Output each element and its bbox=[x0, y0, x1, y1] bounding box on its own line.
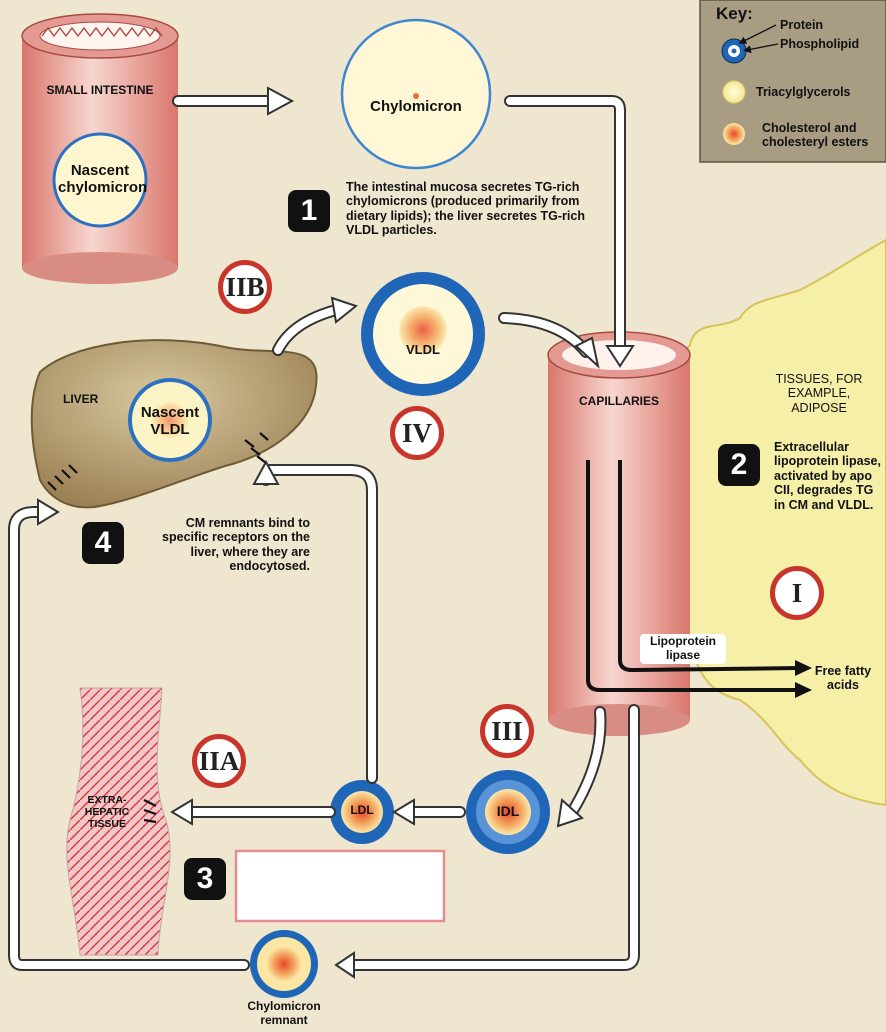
chylomicron-remnant-label: Chylomicron remnant bbox=[247, 999, 321, 1027]
key-triacylglycerols-label: Triacylglycerols bbox=[756, 85, 851, 99]
marker-i: I bbox=[770, 566, 824, 620]
vldl-label: VLDL bbox=[406, 342, 440, 357]
nascent-vldl-label: Nascent VLDL bbox=[140, 404, 200, 439]
key-cholesterol-label: Cholesterol and cholesteryl esters bbox=[762, 121, 869, 150]
capillaries-label: CAPILLARIES bbox=[578, 394, 659, 408]
marker-iii: III bbox=[480, 704, 534, 758]
idl-label: IDL bbox=[496, 803, 520, 819]
nascent-chylomicron-particle bbox=[52, 132, 148, 228]
small-intestine-label: SMALL INTESTINE bbox=[46, 83, 154, 97]
step-3-badge: 3 bbox=[184, 858, 226, 900]
muscle-receptors bbox=[143, 799, 157, 824]
liver-receptors bbox=[47, 432, 269, 491]
step-3-answer-box bbox=[234, 849, 446, 923]
key-title: Key: bbox=[716, 4, 753, 23]
flow-arrowheads bbox=[37, 86, 635, 979]
free-fatty-acids-label: Free fatty acids bbox=[814, 664, 872, 693]
step-1-text: The intestinal mucosa secretes TG-rich c… bbox=[346, 180, 585, 238]
nascent-chylomicron-label: Nascent chylomicron bbox=[58, 162, 148, 197]
marker-iib: IIB bbox=[218, 260, 272, 314]
key-phospholipid-label: Phospholipid bbox=[780, 37, 860, 51]
step-4-text: CM remnants bind to specific receptors o… bbox=[162, 516, 310, 574]
step-2-badge: 2 bbox=[718, 444, 760, 486]
key-protein-label: Protein bbox=[780, 18, 824, 32]
extrahepatic-tissue-shape bbox=[66, 687, 171, 956]
extrahepatic-tissue-label: EXTRA-HEPATIC TISSUE bbox=[84, 794, 130, 831]
tissues-label: TISSUES, FOR EXAMPLE, ADIPOSE bbox=[775, 372, 863, 415]
step-2-text: Extracellular lipoprotein lipase, activa… bbox=[774, 440, 881, 512]
lipase-pathway-lines bbox=[586, 460, 801, 692]
ldl-label: LDL bbox=[350, 803, 374, 817]
step-4-badge: 4 bbox=[82, 522, 124, 564]
lipoprotein-lipase-label: Lipoprotein lipase bbox=[640, 634, 726, 664]
chylomicron-label: Chylomicron bbox=[370, 98, 462, 115]
step-1-badge: 1 bbox=[288, 190, 330, 232]
liver-label: LIVER bbox=[63, 392, 99, 406]
marker-iv: IV bbox=[390, 406, 444, 460]
marker-iia: IIA bbox=[192, 734, 246, 788]
